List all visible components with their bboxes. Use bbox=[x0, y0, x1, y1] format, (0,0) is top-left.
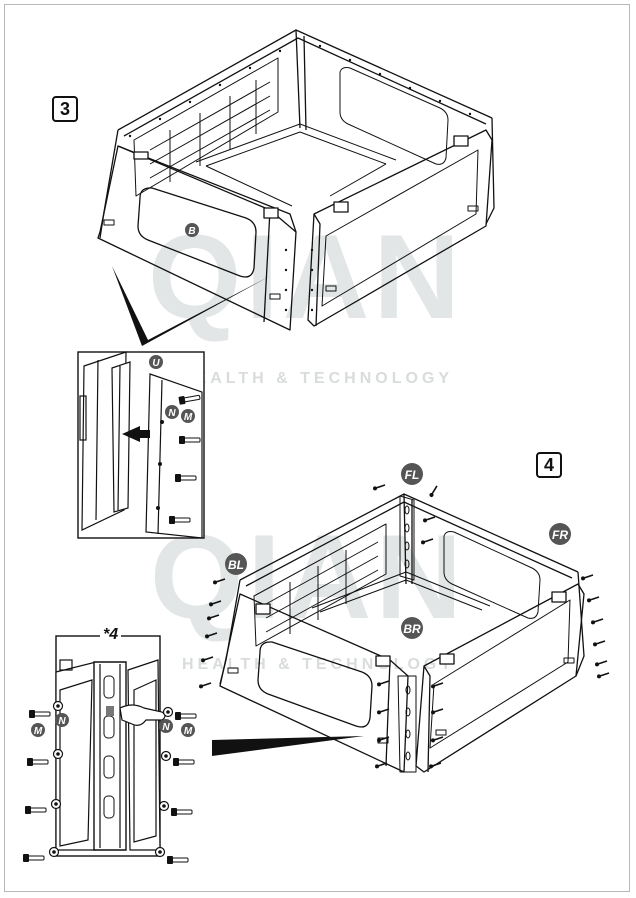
callout-n-detail-left: N bbox=[55, 713, 69, 727]
svg-text:BL: BL bbox=[228, 558, 244, 572]
step3-rivets bbox=[128, 44, 472, 312]
callout-m-detail-right: M bbox=[181, 723, 195, 737]
callout-n-step3: N bbox=[165, 405, 179, 419]
callout-m-step3: M bbox=[181, 409, 195, 423]
callout-fl: FL bbox=[401, 463, 423, 485]
step3-detail-box bbox=[77, 351, 205, 539]
svg-text:M: M bbox=[34, 726, 43, 737]
watermark-logo-top: QIAN bbox=[148, 210, 464, 344]
svg-text:M: M bbox=[184, 726, 193, 737]
step-number-3: 3 bbox=[52, 96, 78, 122]
svg-text:M: M bbox=[184, 412, 193, 423]
svg-text:N: N bbox=[162, 722, 170, 733]
callout-u: U bbox=[149, 355, 163, 369]
step4-canopy bbox=[219, 493, 585, 773]
svg-text:N: N bbox=[58, 716, 66, 727]
svg-text:U: U bbox=[152, 358, 160, 369]
callout-b: B bbox=[185, 223, 199, 237]
step4-strip-holes bbox=[404, 505, 411, 761]
svg-text:N: N bbox=[168, 408, 176, 419]
watermark-subtitle-top: HEALTH & TECHNOLOGY bbox=[180, 370, 454, 387]
page-border bbox=[4, 4, 630, 892]
step3-canopy bbox=[97, 29, 495, 331]
callout-n-detail-right: N bbox=[159, 719, 173, 733]
callout-fr: FR bbox=[549, 523, 571, 545]
step-number-4: 4 bbox=[536, 452, 562, 478]
svg-text:FR: FR bbox=[552, 528, 568, 542]
step3-pointer-wedge bbox=[112, 266, 270, 346]
callout-br: BR bbox=[401, 617, 423, 639]
step4-pointer-wedge bbox=[212, 736, 364, 756]
detail-quantity-label: *4 bbox=[100, 626, 122, 644]
svg-text:B: B bbox=[188, 226, 195, 237]
callout-m-detail-left: M bbox=[31, 723, 45, 737]
svg-text:FL: FL bbox=[405, 468, 420, 482]
callout-badges: B U N M FL FR bbox=[31, 223, 571, 737]
step4-detail-box bbox=[22, 635, 197, 865]
svg-text:BR: BR bbox=[403, 622, 421, 636]
callout-bl: BL bbox=[225, 553, 247, 575]
